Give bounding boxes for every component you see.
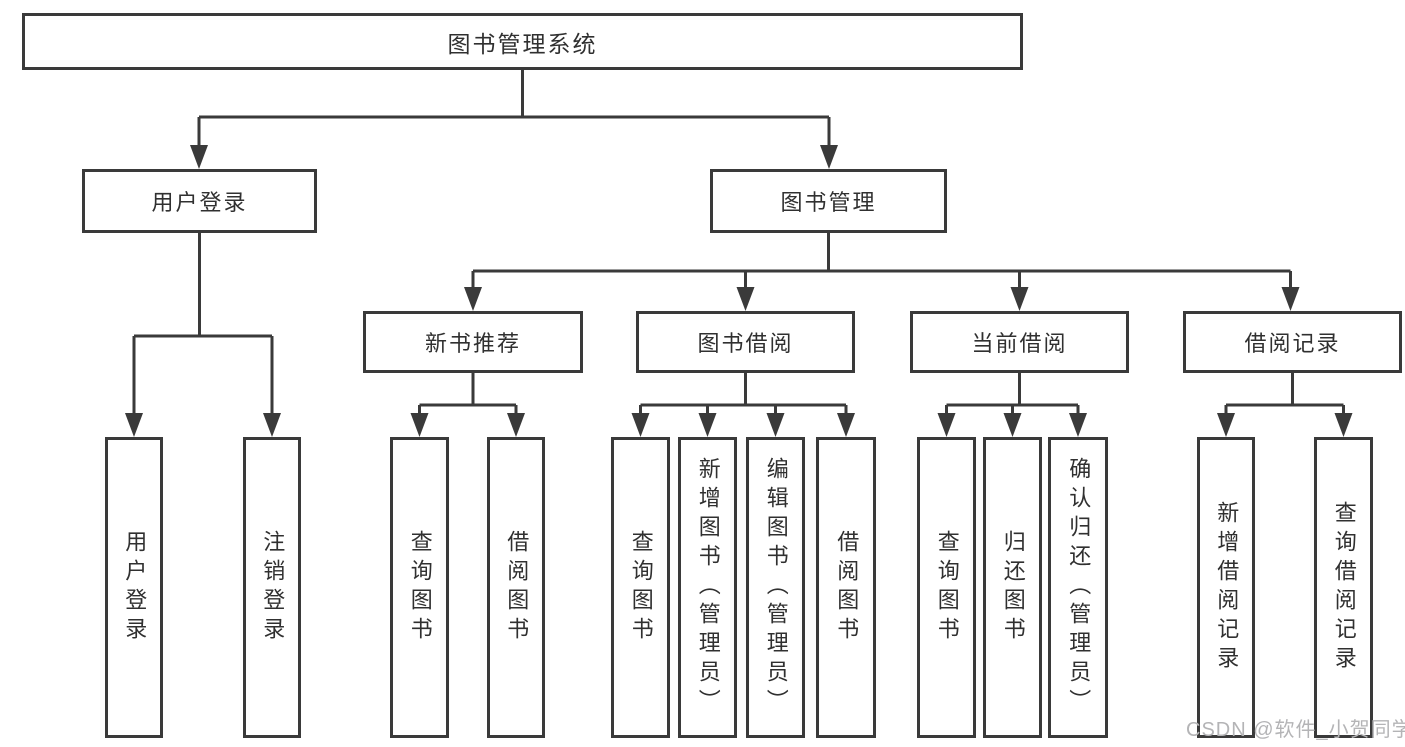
node-root-label: 图书管理系统	[447, 30, 598, 57]
node-current-query-leaf: 查询图书	[917, 437, 976, 738]
node-borrow-add-leaf: 新增图书（管理员）	[678, 437, 737, 738]
node-current-return-leaf-label: 归还图书	[1000, 529, 1026, 646]
node-current-confirm-leaf-label: 确认归还（管理员）	[1066, 457, 1092, 718]
node-book-module: 图书管理	[710, 169, 947, 233]
node-logout-leaf-label: 注销登录	[260, 529, 286, 646]
node-borrow-query-leaf-label: 查询图书	[628, 529, 654, 646]
node-newbooks-query-leaf: 查询图书	[390, 437, 449, 738]
node-records-query-leaf-label: 查询借阅记录	[1331, 500, 1357, 675]
node-newbooks-query-leaf-label: 查询图书	[407, 529, 433, 646]
node-borrow-records-label: 借阅记录	[1244, 331, 1341, 356]
node-book-borrow-label: 图书借阅	[697, 331, 794, 356]
node-new-books-label: 新书推荐	[424, 331, 521, 356]
node-borrow-records: 借阅记录	[1183, 311, 1402, 373]
node-records-add-leaf: 新增借阅记录	[1197, 437, 1255, 738]
node-borrow-query-leaf: 查询图书	[611, 437, 670, 738]
node-user-module: 用户登录	[82, 169, 317, 233]
node-current-return-leaf: 归还图书	[983, 437, 1042, 738]
node-borrow-add-leaf-label: 新增图书（管理员）	[695, 457, 721, 718]
node-current-query-leaf-label: 查询图书	[934, 529, 960, 646]
node-newbooks-borrow-leaf-label: 借阅图书	[504, 529, 530, 646]
node-current-confirm-leaf: 确认归还（管理员）	[1048, 437, 1108, 738]
node-current-borrow-label: 当前借阅	[971, 331, 1068, 356]
node-user-login-leaf-label: 用户登录	[122, 529, 148, 646]
node-new-books: 新书推荐	[363, 311, 583, 373]
node-newbooks-borrow-leaf: 借阅图书	[487, 437, 545, 738]
node-root: 图书管理系统	[22, 13, 1023, 70]
node-records-query-leaf: 查询借阅记录	[1314, 437, 1373, 738]
node-user-module-label: 用户登录	[151, 190, 248, 215]
node-borrow-borrow-leaf: 借阅图书	[816, 437, 876, 738]
watermark-text: CSDN @软件_小贺同学	[1186, 719, 1405, 741]
node-user-login-leaf: 用户登录	[105, 437, 163, 738]
node-book-module-label: 图书管理	[780, 190, 877, 215]
node-borrow-edit-leaf-label: 编辑图书（管理员）	[763, 457, 789, 718]
node-logout-leaf: 注销登录	[243, 437, 301, 738]
node-current-borrow: 当前借阅	[910, 311, 1129, 373]
node-records-add-leaf-label: 新增借阅记录	[1214, 500, 1240, 675]
node-borrow-edit-leaf: 编辑图书（管理员）	[746, 437, 805, 738]
node-borrow-borrow-leaf-label: 借阅图书	[834, 529, 860, 646]
node-book-borrow: 图书借阅	[636, 311, 855, 373]
